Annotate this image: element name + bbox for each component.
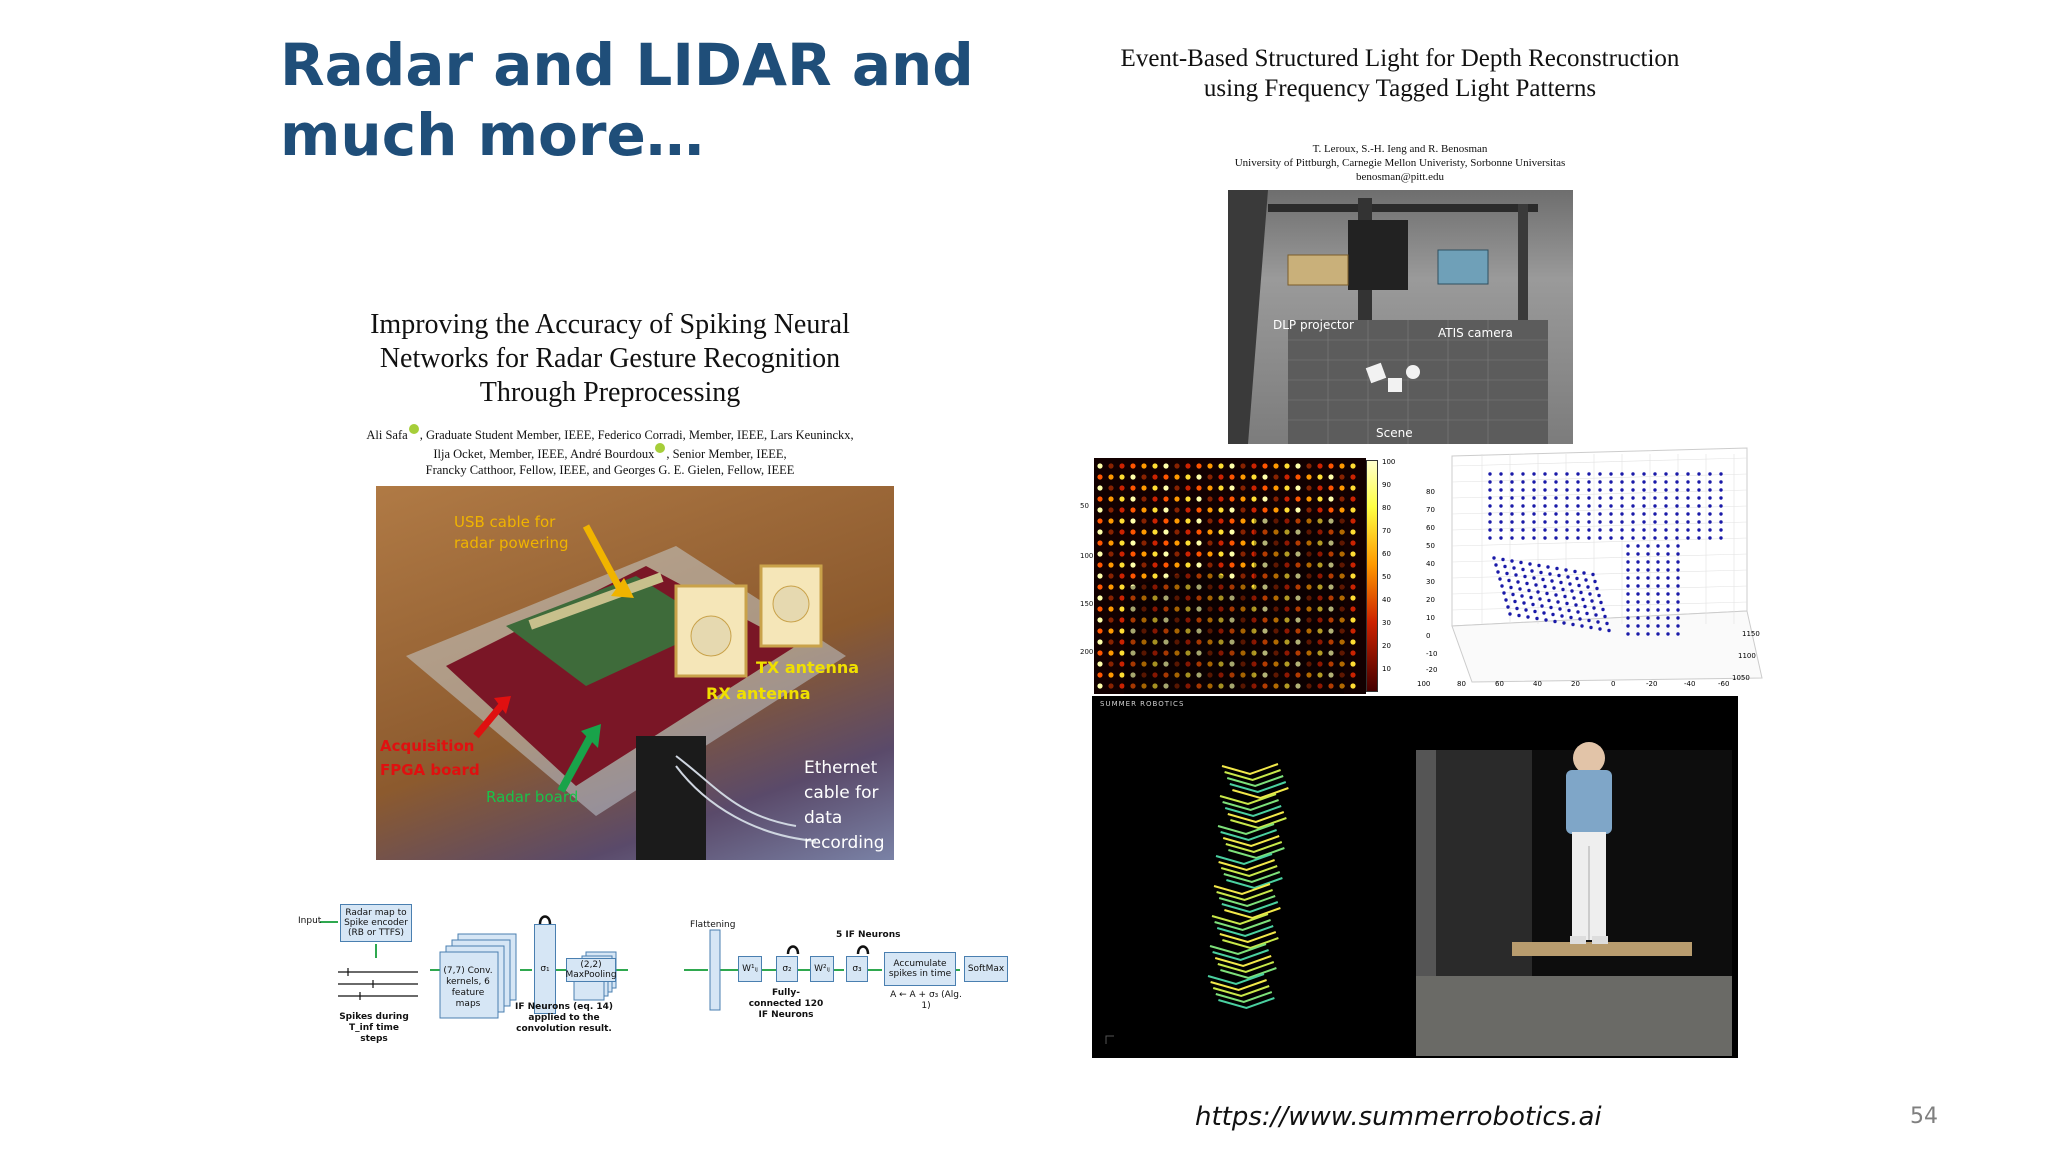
heatmap-y-tick: 50 xyxy=(1080,502,1089,510)
right-paper-affiliation: University of Pittburgh, Carnegie Mellon… xyxy=(1234,157,1566,169)
heatmap-colorbar-ticks: 100 90 80 70 60 50 40 30 20 10 xyxy=(1382,458,1408,694)
label-acquisition-fpga: Acquisition FPGA board xyxy=(380,737,480,779)
colorbar-tick: 100 xyxy=(1382,458,1396,466)
input-label: Input xyxy=(298,916,322,926)
colorbar-tick: 20 xyxy=(1382,642,1391,650)
orcid-icon xyxy=(655,443,666,454)
label-rx-antenna: RX antenna xyxy=(706,684,811,703)
page-number: 54 xyxy=(1910,1104,1938,1129)
scatter-z-tick: 80 xyxy=(1426,488,1435,496)
left-paper-title: Improving the Accuracy of Spiking Neural… xyxy=(370,309,850,408)
heatmap-colorbar xyxy=(1366,460,1378,692)
scatter-z-tick: 50 xyxy=(1426,542,1435,550)
accumulate-note: A ← A + σ₃ (Alg. 1) xyxy=(890,990,962,1011)
slide-title: Radar and LIDAR and much more… xyxy=(280,31,974,169)
scatter-x-tick: 100 xyxy=(1417,680,1431,688)
point-cloud-image xyxy=(1451,447,1763,683)
fully-connected-note: Fully-connected 120 IF Neurons xyxy=(748,988,824,1020)
heatmap-y-tick: 200 xyxy=(1080,648,1094,656)
scatter-z-tick: 70 xyxy=(1426,506,1435,514)
label-ethernet-cable: Ethernet cable for data recording xyxy=(804,758,885,853)
structured-light-setup-photo: DLP projector ATIS camera Scene xyxy=(1228,190,1573,444)
right-paper-author-names: T. Leroux, S.-H. Ieng and R. Benosman xyxy=(1312,143,1488,155)
authors-line-2-rest: , Senior Member, IEEE, xyxy=(666,447,787,462)
heatmap-y-tick: 150 xyxy=(1080,600,1094,608)
scatter-z-tick: -10 xyxy=(1426,650,1438,658)
flattening-label: Flattening xyxy=(690,920,736,930)
depth-heatmap: 50 100 150 200 xyxy=(1080,458,1380,694)
scatter-x-tick: -40 xyxy=(1684,680,1696,688)
scatter-z-tick: 0 xyxy=(1426,632,1431,640)
scatter-y-tick: 1100 xyxy=(1738,652,1756,660)
if-neurons-note: IF Neurons (eq. 14) applied to the convo… xyxy=(514,1002,614,1034)
orcid-icon xyxy=(408,424,419,434)
conv-label: (7,7) Conv. kernels, 6 feature maps xyxy=(443,966,493,1009)
scatter-x-tick: 60 xyxy=(1495,680,1504,688)
label-dlp-projector: DLP projector xyxy=(1273,318,1354,332)
w2-box: W²ᵢⱼ xyxy=(810,956,834,982)
scatter-z-tick: 30 xyxy=(1426,578,1435,586)
video-frame-image xyxy=(1105,742,1732,1056)
authors-line-2: Ilja Ocket, Member, IEEE, André Bourdoux… xyxy=(330,443,890,462)
label-usb-cable: USB cable for radar powering xyxy=(454,513,569,552)
spike-encoder-box: Radar map to Spike encoder (RB or TTFS) xyxy=(340,904,412,942)
scatter-y-tick: 1150 xyxy=(1742,630,1760,638)
colorbar-tick: 80 xyxy=(1382,504,1391,512)
scatter-x-tick: 40 xyxy=(1533,680,1542,688)
authors-line-3: Francky Catthoor, Fellow, IEEE, and Geor… xyxy=(425,463,795,478)
scatter-z-tick: 40 xyxy=(1426,560,1435,568)
colorbar-tick: 50 xyxy=(1382,573,1391,581)
maxpool-box: (2,2) MaxPooling xyxy=(565,958,617,982)
author-name-safa: Ali Safa xyxy=(366,428,408,443)
summer-robotics-logo: SUMMER ROBOTICS xyxy=(1100,700,1185,708)
sigma3-box: σ₃ xyxy=(846,956,868,982)
colorbar-tick: 40 xyxy=(1382,596,1391,604)
authors-line-2-start: Ilja Ocket, Member, IEEE, André Bourdoux xyxy=(433,447,655,462)
snn-architecture-diagram: Input Radar map to Spike encoder (RB or … xyxy=(298,900,1042,1050)
colorbar-tick: 90 xyxy=(1382,481,1391,489)
softmax-box: SoftMax xyxy=(964,956,1008,982)
scatter-x-tick: -20 xyxy=(1646,680,1658,688)
colorbar-tick: 10 xyxy=(1382,665,1391,673)
label-tx-antenna: TX antenna xyxy=(756,658,860,677)
scatter-x-tick: 0 xyxy=(1611,680,1616,688)
scatter-z-tick: -20 xyxy=(1426,666,1438,674)
heatmap-y-tick: 100 xyxy=(1080,552,1094,560)
left-paper-authors: Ali Safa , Graduate Student Member, IEEE,… xyxy=(330,424,890,478)
scatter-x-tick: 80 xyxy=(1457,680,1466,688)
colorbar-tick: 60 xyxy=(1382,550,1391,558)
scatter-x-tick: -60 xyxy=(1718,680,1730,688)
heatmap-image xyxy=(1094,458,1366,694)
colorbar-tick: 70 xyxy=(1382,527,1391,535)
colorbar-tick: 30 xyxy=(1382,619,1391,627)
point-cloud-3d-plot: 80 70 60 50 40 30 20 10 0 -10 -20 100 80… xyxy=(1412,446,1772,696)
scatter-y-tick: 1050 xyxy=(1732,674,1750,682)
authors-line-1: Ali Safa , Graduate Student Member, IEEE,… xyxy=(330,424,890,443)
sigma1-box: σ₁ xyxy=(534,924,556,1014)
spikes-note: Spikes during T_inf time steps xyxy=(339,1012,409,1044)
right-paper-email: benosman@pitt.edu xyxy=(1355,171,1445,183)
right-paper-authors: T. Leroux, S.-H. Ieng and R. Benosman Un… xyxy=(1120,142,1680,184)
summer-robotics-video-frame: SUMMER ROBOTICS xyxy=(1092,696,1738,1058)
authors-line-1-rest: , Graduate Student Member, IEEE, Federic… xyxy=(419,428,854,443)
label-radar-board: Radar board xyxy=(486,788,579,806)
scatter-z-tick: 10 xyxy=(1426,614,1435,622)
five-if-neurons-label: 5 IF Neurons xyxy=(836,930,901,940)
w1-box: W¹ᵢⱼ xyxy=(738,956,762,982)
radar-photo-scene xyxy=(406,524,846,860)
scatter-x-tick: 20 xyxy=(1571,680,1580,688)
scatter-z-tick: 60 xyxy=(1426,524,1435,532)
accumulate-box: Accumulate spikes in time xyxy=(884,952,956,986)
footer-url[interactable]: https://www.summerrobotics.ai xyxy=(1195,1102,1602,1132)
scatter-z-tick: 20 xyxy=(1426,596,1435,604)
right-paper-title: Event-Based Structured Light for Depth R… xyxy=(1120,45,1680,102)
label-atis-camera: ATIS camera xyxy=(1438,326,1513,340)
radar-hardware-photo: USB cable for radar powering TX antenna … xyxy=(376,486,894,860)
sigma2-box: σ₂ xyxy=(776,956,798,982)
setup-photo-scene xyxy=(1228,190,1548,444)
label-scene: Scene xyxy=(1376,426,1413,440)
